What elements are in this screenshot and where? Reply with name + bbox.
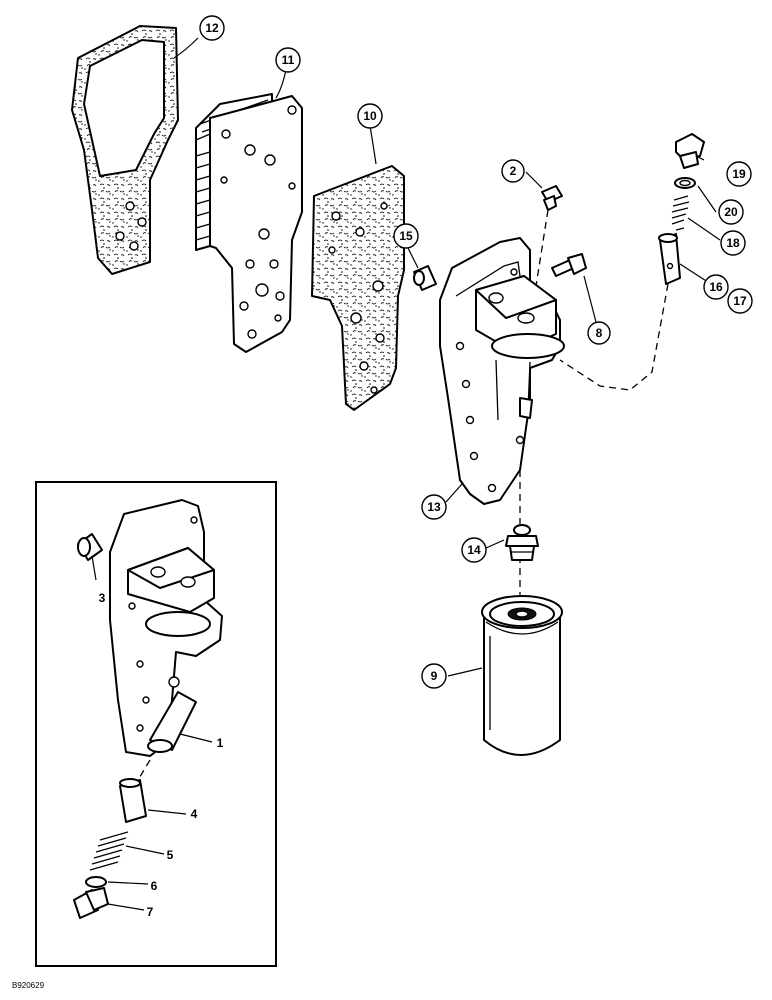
callout-13-text: 13 xyxy=(427,500,441,514)
callout-20: 20 xyxy=(718,199,744,225)
gasket-12 xyxy=(71,25,179,275)
callout-15-text: 15 xyxy=(399,229,413,243)
oil-cooler-11 xyxy=(195,93,303,353)
bolt-8 xyxy=(551,253,587,277)
callout-2: 2 xyxy=(501,159,525,183)
inset-washer-6 xyxy=(85,876,107,888)
oil-filter-9 xyxy=(481,595,563,756)
callout-9: 9 xyxy=(421,663,447,689)
inset-plug-3 xyxy=(77,533,103,561)
callout-13: 13 xyxy=(421,494,447,520)
callout-17: 17 xyxy=(727,288,753,314)
callout-19-text: 19 xyxy=(732,167,746,181)
callout-9-text: 9 xyxy=(431,669,438,683)
gasket-10 xyxy=(311,165,405,411)
inset-spring-5 xyxy=(89,831,129,871)
callout-12-text: 12 xyxy=(205,21,219,35)
label-6: 6 xyxy=(151,879,158,893)
inset-plug-7 xyxy=(73,887,109,919)
plug-2 xyxy=(541,185,563,211)
label-1: 1 xyxy=(217,736,224,750)
callout-15: 15 xyxy=(393,223,419,249)
inset-filter-head-1 xyxy=(109,499,223,757)
callout-8-text: 8 xyxy=(596,326,603,340)
callout-20-text: 20 xyxy=(724,205,738,219)
plug-15 xyxy=(413,265,437,291)
label-5: 5 xyxy=(167,848,174,862)
callout-16-text: 16 xyxy=(709,280,723,294)
spring-18 xyxy=(671,195,690,231)
valve-stack xyxy=(658,133,705,285)
callout-14: 14 xyxy=(461,537,487,563)
filter-head-13 xyxy=(439,237,565,505)
callout-14-text: 14 xyxy=(467,543,481,557)
assembly-line-valve xyxy=(559,283,669,391)
callout-10: 10 xyxy=(357,103,383,129)
leader-lines xyxy=(91,37,721,911)
callout-18: 18 xyxy=(720,230,746,256)
label-7: 7 xyxy=(147,905,154,919)
callout-11-text: 11 xyxy=(282,53,295,67)
callout-17-text: 17 xyxy=(733,294,747,308)
callout-2-text: 2 xyxy=(510,164,517,178)
callout-8: 8 xyxy=(587,321,611,345)
inset-frame xyxy=(35,481,277,967)
nipple-14 xyxy=(505,524,539,561)
inset-valve-4 xyxy=(119,778,147,823)
callout-19: 19 xyxy=(726,161,752,187)
callout-11: 11 xyxy=(275,47,301,73)
label-4: 4 xyxy=(191,807,198,821)
callout-18-text: 18 xyxy=(726,236,740,250)
label-3: 3 xyxy=(99,591,106,605)
callout-10-text: 10 xyxy=(363,109,377,123)
assembly-line-2 xyxy=(535,209,549,287)
callout-16: 16 xyxy=(703,274,729,300)
inset-assembly-line xyxy=(137,759,151,781)
figure-reference: B920629 xyxy=(12,981,45,990)
callout-12: 12 xyxy=(199,15,225,41)
